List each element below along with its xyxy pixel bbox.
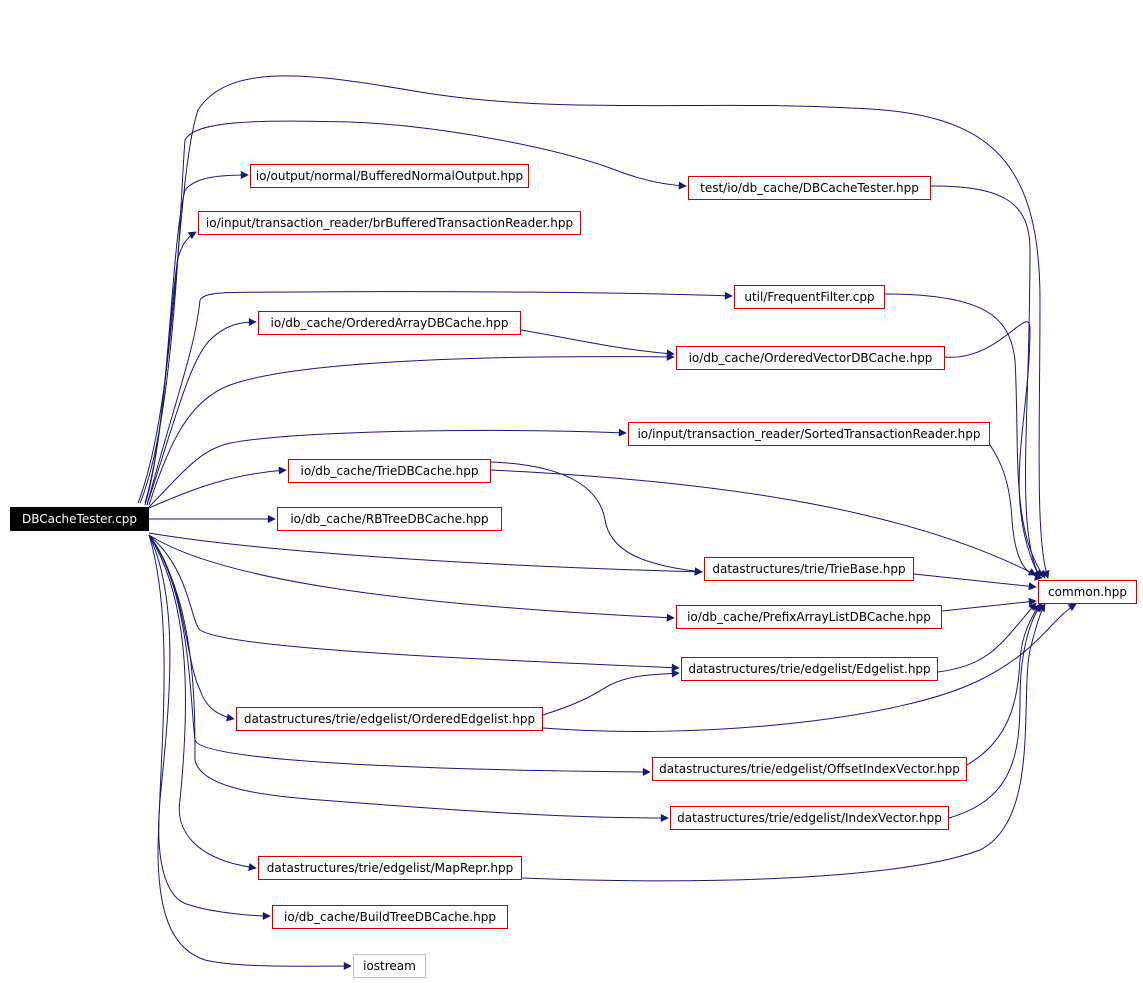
edge-ordered-vector-to-common [943, 321, 1041, 579]
edge-trie-base-to-common [913, 573, 1037, 591]
common-header-node[interactable]: common.hpp [1038, 580, 1137, 604]
ordered-edgelist-node[interactable]: datastructures/trie/edgelist/OrderedEdge… [236, 707, 543, 731]
iostream-node[interactable]: iostream [353, 954, 426, 978]
sorted-transaction-reader-node[interactable]: io/input/transaction_reader/SortedTransa… [628, 422, 990, 446]
edge-root-to-ordered-edgelist [148, 534, 235, 722]
br-buffered-transaction-reader-node[interactable]: io/input/transaction_reader/brBufferedTr… [198, 211, 581, 235]
edge-trie-dbcache-to-trie-base [490, 461, 703, 576]
buildtree-dbcache-node[interactable]: io/db_cache/BuildTreeDBCache.hpp [272, 905, 508, 929]
edge-ordered-array-to-ordered-vector [520, 329, 675, 358]
ordered-array-dbcache-node[interactable]: io/db_cache/OrderedArrayDBCache.hpp [258, 311, 521, 335]
edge-root-to-prefix-array [148, 534, 675, 622]
edge-root-to-map-repr [148, 534, 257, 872]
edge-root-to-trie-base [148, 532, 703, 576]
dbcache-tester-header-node[interactable]: test/io/db_cache/DBCacheTester.hpp [688, 176, 931, 200]
edge-root-to-edgelist [148, 534, 680, 672]
trie-dbcache-node[interactable]: io/db_cache/TrieDBCache.hpp [288, 459, 491, 483]
edge-prefix-array-to-common [941, 597, 1037, 612]
edge-ordered-edgelist-to-common [542, 603, 1077, 732]
edge-root-to-common-outer [137, 75, 1050, 579]
buffered-normal-output-node[interactable]: io/output/normal/BufferedNormalOutput.hp… [250, 164, 529, 188]
root-file-node[interactable]: DBCacheTester.cpp [10, 507, 149, 531]
edgelist-node[interactable]: datastructures/trie/edgelist/Edgelist.hp… [681, 657, 938, 681]
edge-root-to-index-vector [148, 534, 669, 822]
rbtree-dbcache-node[interactable]: io/db_cache/RBTreeDBCache.hpp [277, 507, 502, 531]
edge-ordered-edgelist-to-edgelist [542, 669, 680, 716]
map-repr-node[interactable]: datastructures/trie/edgelist/MapRepr.hpp [258, 856, 522, 880]
ordered-vector-dbcache-node[interactable]: io/db_cache/OrderedVectorDBCache.hpp [676, 346, 945, 370]
edge-root-to-iostream [148, 534, 352, 971]
edge-index-vector-to-common [948, 603, 1043, 819]
index-vector-node[interactable]: datastructures/trie/edgelist/IndexVector… [670, 806, 949, 830]
prefix-array-list-dbcache-node[interactable]: io/db_cache/PrefixArrayListDBCache.hpp [676, 605, 942, 629]
edge-root-to-offset-index [148, 534, 651, 776]
edge-frequent-filter-to-common [884, 293, 1046, 579]
edge-edgelist-to-common [937, 602, 1037, 673]
edge-root-to-ordered-array [146, 318, 257, 506]
frequent-filter-node[interactable]: util/FrequentFilter.cpp [734, 285, 885, 309]
edge-offset-index-to-common [966, 603, 1041, 766]
edge-trie-dbcache-to-common [490, 469, 1037, 576]
edge-sorted-reader-to-common [989, 444, 1043, 581]
edge-root-to-dbcache-tester-hpp [139, 120, 687, 504]
edge-map-repr-to-common [521, 603, 1046, 882]
edge-root-to-sorted-reader [148, 428, 627, 508]
edge-dbcache-tester-hpp-to-common [930, 185, 1041, 579]
edge-root-to-frequent-filter [146, 291, 733, 506]
offset-index-vector-node[interactable]: datastructures/trie/edgelist/OffsetIndex… [652, 757, 967, 781]
edge-root-to-trie-dbcache [148, 466, 287, 509]
edge-root-to-ordered-vector [148, 352, 675, 506]
edge-root-to-br-reader [144, 231, 197, 506]
trie-base-node[interactable]: datastructures/trie/TrieBase.hpp [704, 557, 914, 581]
